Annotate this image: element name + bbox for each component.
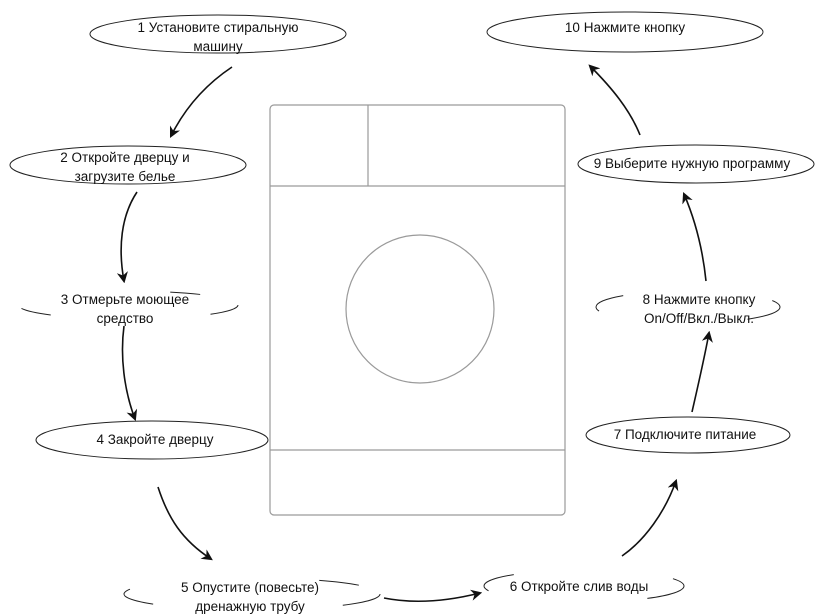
step-7-line-1: 7 Подключите питание [613,427,757,442]
arrow-3-to-4 [121,325,138,422]
step-10-line-1: 10 Нажмите кнопку [564,20,686,35]
step-4-label: 4 Закройте дверцу [60,430,250,449]
step-7-label: 7 Подключите питание [600,425,770,444]
step-3-line-1: 3 Отмерьте моющее [60,292,190,307]
step-8-label: 8 Нажмите кнопку On/Off/Вкл./Выкл. [614,290,784,328]
arrow-7-to-8 [691,330,713,413]
arrow-8-to-9 [682,191,707,282]
step-5-ellipse [123,577,381,611]
step-10-label: 10 Нажмите кнопку [530,18,720,37]
step-4-line-1: 4 Закройте дверцу [96,432,214,447]
step-9-label: 9 Выберите нужную программу [582,154,802,173]
step-5-label: 5 Опустите (повесьте) дренажную трубу [150,578,350,616]
step-1-ellipse [89,14,347,54]
machine-body [269,104,566,516]
step-3-ellipse [17,290,239,320]
arrow-9-to-10 [588,64,641,136]
washing-machine-illustration [269,104,566,516]
flow-arrows [116,64,713,602]
step-2-line-1: 2 Откройте дверцу и [60,150,190,165]
step-5-line-2: дренажную трубу [195,599,305,614]
step-8-line-2: On/Off/Вкл./Выкл. [643,311,755,326]
step-6-ellipse [483,569,685,603]
arrow-6-to-7 [621,478,679,557]
step-6-label: 6 Откройте слив воды [494,577,664,596]
step-3-line-2: средство [96,311,154,326]
step-2-ellipse [9,145,247,185]
step-1-label: 1 Установите стиральную машину [108,18,328,56]
step-9-ellipse [577,144,815,184]
step-1-line-2: машину [193,39,243,54]
step-10-ellipse [486,11,764,53]
arrow-1-to-2 [169,66,233,139]
step-2-line-2: загрузите белье [74,169,176,184]
step-ellipses [9,11,815,611]
step-8-ellipse [595,290,781,324]
step-8-line-1: 8 Нажмите кнопку [642,292,756,307]
step-3-label: 3 Отмерьте моющее средство [30,290,220,328]
step-9-line-1: 9 Выберите нужную программу [593,156,791,171]
step-2-label: 2 Откройте дверцу и загрузите белье [30,148,220,186]
step-5-line-1: 5 Опустите (повесьте) [180,580,320,595]
arrow-2-to-3 [116,191,138,284]
arrow-5-to-6 [383,589,483,602]
machine-door [345,234,495,384]
step-1-line-1: 1 Установите стиральную [137,20,299,35]
step-7-ellipse [585,416,791,454]
step-6-line-1: 6 Откройте слив воды [509,579,649,594]
step-4-ellipse [35,420,269,460]
arrow-4-to-5 [157,486,213,561]
